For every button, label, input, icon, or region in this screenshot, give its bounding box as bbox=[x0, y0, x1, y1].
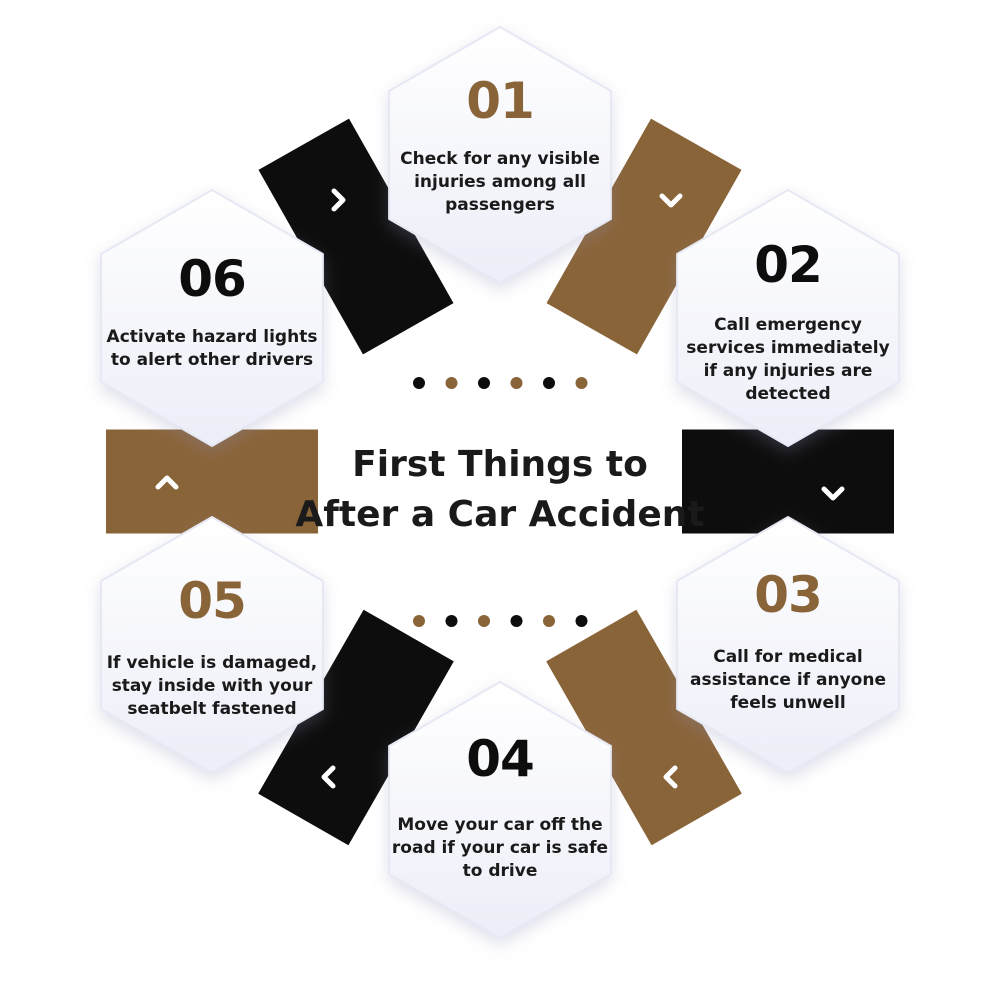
dot bbox=[413, 615, 425, 627]
step-description-line: passengers bbox=[445, 195, 555, 215]
connector-06-01 bbox=[258, 118, 454, 355]
step-description-line: Activate hazard lights bbox=[106, 327, 318, 347]
dot bbox=[445, 615, 458, 627]
step-description-line: if any injuries are bbox=[703, 361, 873, 381]
hexagon-step-04 bbox=[388, 681, 612, 939]
step-description-line: Call for medical bbox=[713, 647, 863, 667]
step-description-line: to alert other drivers bbox=[110, 350, 314, 370]
connector-05-06 bbox=[106, 429, 318, 534]
chevron-down-icon bbox=[821, 486, 845, 501]
dot-layer bbox=[413, 377, 588, 627]
step-description: Call emergency services immediately if any… bbox=[672, 314, 904, 406]
step-description-line: Check for any visible bbox=[400, 149, 600, 169]
chevron-layer bbox=[155, 188, 845, 789]
connector-01-02 bbox=[546, 118, 742, 355]
step-description: Activate hazard lights to alert other dri… bbox=[96, 326, 328, 372]
step-description-line: Move your car off the bbox=[397, 815, 603, 835]
step-description: Check for any visible injuries among all p… bbox=[384, 148, 616, 217]
chevron-down-icon bbox=[659, 193, 683, 208]
dot bbox=[478, 377, 490, 389]
step-description: Call for medical assistance if anyone feel… bbox=[672, 646, 904, 715]
dot bbox=[575, 377, 588, 389]
step-description: If vehicle is damaged, stay inside with y… bbox=[96, 652, 328, 721]
hexagon-step-02 bbox=[676, 189, 900, 447]
hexagon-layer bbox=[100, 26, 900, 939]
step-number: 03 bbox=[754, 566, 823, 624]
dot bbox=[445, 377, 458, 389]
hexagon-step-05 bbox=[100, 516, 324, 774]
hexagon-step-01 bbox=[388, 26, 612, 284]
dot bbox=[543, 615, 555, 627]
chevron-up-icon bbox=[155, 475, 179, 490]
step-description: Move your car off the road if your car is… bbox=[384, 814, 616, 883]
step-number: 06 bbox=[178, 250, 247, 308]
chevron-left-icon bbox=[663, 765, 678, 789]
dot bbox=[575, 615, 588, 627]
step-number: 05 bbox=[178, 572, 247, 630]
hexagon-step-03 bbox=[676, 516, 900, 774]
step-description-line: feels unwell bbox=[730, 693, 846, 713]
hexagon-step-06 bbox=[100, 189, 324, 447]
connector-03-04 bbox=[546, 609, 742, 846]
chevron-left-icon bbox=[321, 765, 336, 789]
dot bbox=[510, 615, 523, 627]
diagram-title: First Things to After a Car Accident bbox=[250, 440, 750, 540]
dot bbox=[413, 377, 425, 389]
title-line-1: First Things to bbox=[352, 444, 648, 485]
step-description-line: services immediately bbox=[686, 338, 890, 358]
step-number: 02 bbox=[754, 236, 823, 294]
step-description-line: stay inside with your bbox=[111, 676, 313, 696]
dot bbox=[510, 377, 523, 389]
step-description-line: injuries among all bbox=[414, 172, 586, 192]
step-number: 01 bbox=[466, 72, 535, 130]
dot bbox=[478, 615, 490, 627]
step-number: 04 bbox=[466, 730, 535, 788]
step-description-line: road if your car is safe bbox=[391, 838, 609, 858]
chevron-right-icon bbox=[331, 188, 346, 212]
connector-04-05 bbox=[258, 609, 454, 846]
connector-02-03 bbox=[682, 429, 894, 534]
dot bbox=[543, 377, 555, 389]
step-description-line: detected bbox=[745, 384, 831, 404]
step-description-line: assistance if anyone bbox=[690, 670, 886, 690]
step-description-line: to drive bbox=[462, 861, 538, 881]
step-description-line: Call emergency bbox=[714, 315, 862, 335]
connector-layer bbox=[106, 118, 894, 846]
title-line-2: After a Car Accident bbox=[295, 494, 705, 535]
step-description-line: seatbelt fastened bbox=[127, 699, 297, 719]
step-description-line: If vehicle is damaged, bbox=[106, 653, 318, 673]
